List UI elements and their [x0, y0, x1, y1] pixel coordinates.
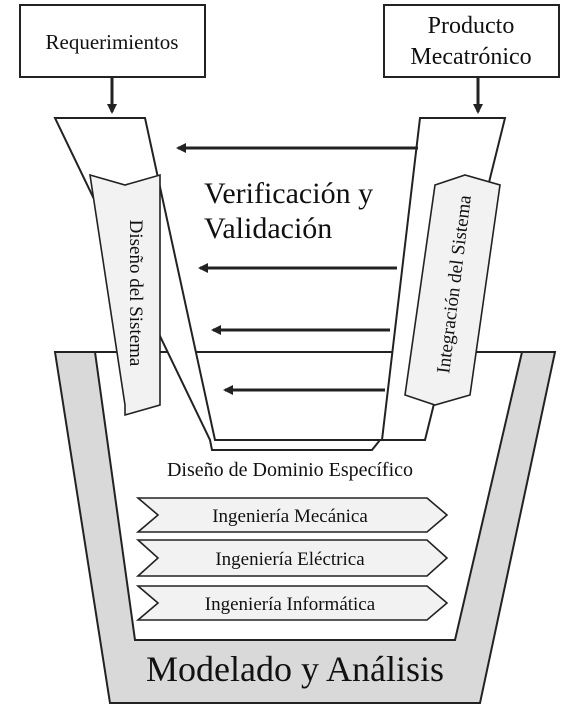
modeling-analysis-label: Modelado y Análisis — [146, 649, 444, 689]
verification-label-line1: Verificación y — [204, 177, 373, 210]
requirements-box — [19, 4, 206, 78]
discipline-chevron-mechanical — [135, 497, 449, 533]
verification-label-line2: Validación — [204, 212, 332, 245]
system-design-label: Diseño del Sistema — [125, 220, 146, 367]
product-box — [383, 4, 560, 78]
domain-design-title: Diseño de Dominio Específico — [167, 459, 413, 481]
discipline-label-mechanical: Ingeniería Mecánica — [212, 506, 368, 527]
requirements-label: Requerimientos — [46, 30, 179, 54]
product-label-line1: Producto — [428, 13, 515, 39]
discipline-chevron-informatics — [135, 585, 449, 621]
discipline-label-electrical: Ingeniería Eléctrica — [215, 549, 365, 570]
discipline-chevron-electrical — [135, 539, 449, 577]
system-design-banner — [89, 173, 161, 417]
system-integration-banner — [404, 174, 501, 406]
product-label-line2: Mecatrónico — [410, 44, 531, 70]
discipline-label-informatics: Ingeniería Informática — [205, 594, 376, 615]
